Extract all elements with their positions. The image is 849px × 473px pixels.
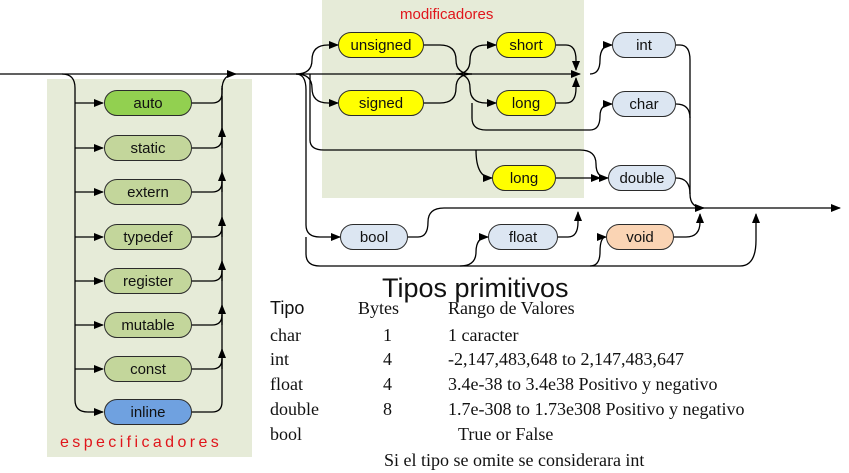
row-double-rango: 1.7e-308 to 1.73e308 Positivo y negativo [448,399,745,419]
header-bytes: Bytes [358,298,400,318]
especificadores-label: especificadores [60,434,223,451]
row-float-rango: 3.4e-38 to 3.4e38 Positivo y negativo [448,374,718,394]
row-double-bytes: 8 [383,399,392,419]
header-tipo: Tipo [270,298,305,318]
spec-inline: inline [104,399,192,425]
type-void: void [606,224,674,250]
table-title: Tipos primitivos [382,273,569,303]
row-bool-rango: True or False [458,424,554,444]
type-float: float [488,224,558,250]
spec-extern: extern [104,179,192,205]
row-char-rango: 1 caracter [448,325,519,345]
spec-static: static [104,135,192,161]
row-float-tipo: float [270,374,303,394]
spec-auto: auto [104,90,192,116]
row-char-tipo: char [270,325,301,345]
type-double: double [608,165,676,191]
spec-register: register [104,268,192,294]
spec-typedef: typedef [104,224,192,250]
mod-long-double: long [492,165,556,191]
mod-signed: signed [338,90,424,116]
row-float-bytes: 4 [383,374,392,394]
row-double-tipo: double [270,399,319,419]
mod-unsigned: unsigned [338,32,424,58]
spec-mutable: mutable [104,312,192,338]
row-int-tipo: int [270,349,290,369]
type-int: int [612,32,676,58]
row-int-bytes: 4 [383,349,392,369]
header-rango: Rango de Valores [448,298,575,318]
type-char: char [612,91,676,117]
row-int-rango: -2,147,483,648 to 2,147,483,647 [448,349,684,369]
type-bool: bool [340,224,408,250]
mod-long: long [496,90,556,116]
mod-short: short [496,32,556,58]
spec-const: const [104,356,192,382]
row-char-bytes: 1 [383,325,392,345]
row-bool-tipo: bool [270,424,303,444]
modificadores-label: modificadores [400,6,494,23]
table-footnote: Si el tipo se omite se considerara int [384,450,645,470]
